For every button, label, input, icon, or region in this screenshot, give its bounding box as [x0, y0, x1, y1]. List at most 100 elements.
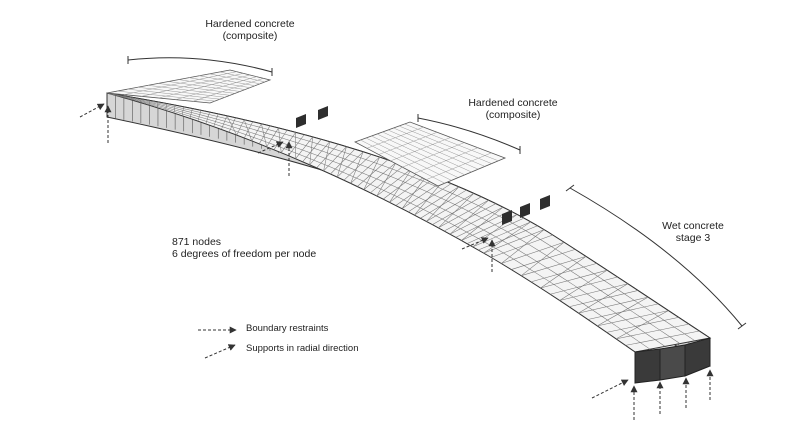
deck-longitudinal-line — [194, 117, 204, 121]
legend-supports-symbol — [204, 344, 236, 359]
deck-transverse-line — [323, 146, 347, 172]
deck-brace-line — [615, 310, 669, 340]
deck-longitudinal-line — [235, 120, 246, 124]
deck-longitudinal-line — [670, 324, 684, 333]
deck-longitudinal-line — [272, 134, 282, 139]
deck-longitudinal-line — [415, 177, 425, 182]
deck-longitudinal-line — [303, 139, 314, 143]
deck-longitudinal-line — [440, 197, 450, 203]
deck-transverse-line — [521, 256, 587, 276]
deck-brace-line — [350, 151, 364, 184]
deck-longitudinal-line — [501, 251, 514, 260]
deck-longitudinal-line — [430, 212, 439, 218]
deck-longitudinal-line — [408, 201, 416, 206]
deck-brace-line — [401, 174, 429, 209]
legend-supports-label: Supports in radial direction — [246, 343, 359, 354]
deck-longitudinal-line — [195, 113, 206, 117]
deck-longitudinal-line — [360, 157, 370, 162]
deck-longitudinal-line — [332, 160, 342, 165]
deck-longitudinal-line — [627, 333, 639, 342]
deck-longitudinal-line — [176, 106, 187, 110]
deck-longitudinal-line — [462, 218, 471, 224]
deck-longitudinal-line — [388, 167, 398, 172]
deck-longitudinal-line — [607, 307, 620, 316]
deck-longitudinal-line — [452, 224, 460, 229]
deck-longitudinal-line — [360, 179, 370, 184]
deck-brace-line — [438, 193, 475, 228]
deck-transverse-line — [438, 199, 489, 229]
deck-transverse-line — [569, 290, 639, 308]
deck-brace-line — [243, 119, 253, 141]
deck-longitudinal-line — [313, 142, 324, 146]
deck-longitudinal-line — [449, 192, 459, 197]
deck-longitudinal-line — [322, 145, 333, 149]
deck-longitudinal-line — [341, 164, 351, 169]
deck-longitudinal-line — [319, 162, 329, 167]
annotation-wet-line2: stage 3 — [675, 232, 711, 244]
slab-mesh-line — [398, 125, 492, 164]
deck-transverse-line — [189, 108, 193, 119]
deck-longitudinal-line — [355, 162, 365, 167]
deck-longitudinal-line — [281, 137, 292, 142]
deck-longitudinal-line — [593, 310, 606, 319]
deck-longitudinal-line — [390, 176, 400, 181]
deck-longitudinal-line — [285, 148, 295, 153]
deck-longitudinal-line — [264, 128, 275, 132]
deck-longitudinal-line — [432, 203, 441, 208]
legend-boundary-label: Boundary restraints — [246, 323, 329, 334]
deck-longitudinal-line — [449, 201, 458, 206]
deck-transverse-line — [444, 203, 497, 232]
deck-transverse-line — [578, 296, 649, 314]
deck-longitudinal-line — [146, 101, 157, 105]
deck-longitudinal-line — [457, 205, 466, 210]
slab-mesh-line — [387, 129, 479, 170]
annotation-hardened-2-line1: Hardened concrete — [468, 97, 558, 109]
deck-longitudinal-line — [242, 129, 252, 133]
deck-longitudinal-line — [224, 120, 235, 125]
deck-longitudinal-line — [297, 147, 307, 152]
deck-longitudinal-line — [587, 281, 600, 290]
deck-longitudinal-line — [234, 123, 244, 127]
deck-longitudinal-line — [630, 322, 643, 331]
deck-longitudinal-line — [424, 190, 433, 195]
deck-transverse-line — [466, 217, 525, 244]
slab-mesh-line — [376, 133, 465, 176]
deck-longitudinal-line — [146, 103, 157, 107]
deck-longitudinal-line — [205, 115, 216, 119]
deck-longitudinal-line — [136, 99, 147, 102]
deck-longitudinal-line — [364, 165, 374, 170]
deck-longitudinal-line — [439, 207, 448, 212]
deck-transverse-line — [228, 117, 236, 133]
slab-mesh-line — [175, 76, 257, 100]
deck-longitudinal-line — [423, 181, 433, 186]
deck-longitudinal-line — [653, 338, 666, 347]
deck-transverse-line — [414, 186, 459, 216]
deck-longitudinal-line — [311, 158, 320, 163]
deck-transverse-line — [251, 123, 262, 141]
deck-transverse-line — [587, 303, 659, 320]
deck-longitudinal-line — [194, 115, 205, 119]
deck-longitudinal-line — [447, 211, 456, 216]
deck-transverse-line — [449, 206, 504, 235]
deck-longitudinal-line — [588, 270, 601, 279]
deck-transverse-line — [350, 156, 380, 184]
deck-brace-line — [461, 206, 504, 241]
deck-transverse-line — [288, 134, 305, 156]
deck-longitudinal-line — [466, 199, 476, 205]
annotation-hardened-1-line2: (composite) — [222, 30, 278, 42]
deck-longitudinal-line — [493, 247, 502, 253]
deck-longitudinal-line — [378, 163, 389, 168]
deck-transverse-line — [550, 276, 618, 295]
deck-longitudinal-line — [136, 99, 147, 103]
deck-longitudinal-line — [526, 242, 540, 251]
deck-longitudinal-line — [381, 172, 391, 177]
diaphragm-blocks — [296, 106, 550, 225]
deck-longitudinal-line — [166, 107, 176, 111]
slab-mesh-line — [192, 78, 264, 102]
deck-longitudinal-line — [407, 183, 417, 188]
deck-longitudinal-line — [505, 242, 515, 248]
deck-longitudinal-line — [571, 295, 584, 304]
deck-longitudinal-line — [445, 220, 453, 225]
deck-longitudinal-line — [196, 111, 207, 115]
deck-brace-line — [278, 127, 282, 153]
